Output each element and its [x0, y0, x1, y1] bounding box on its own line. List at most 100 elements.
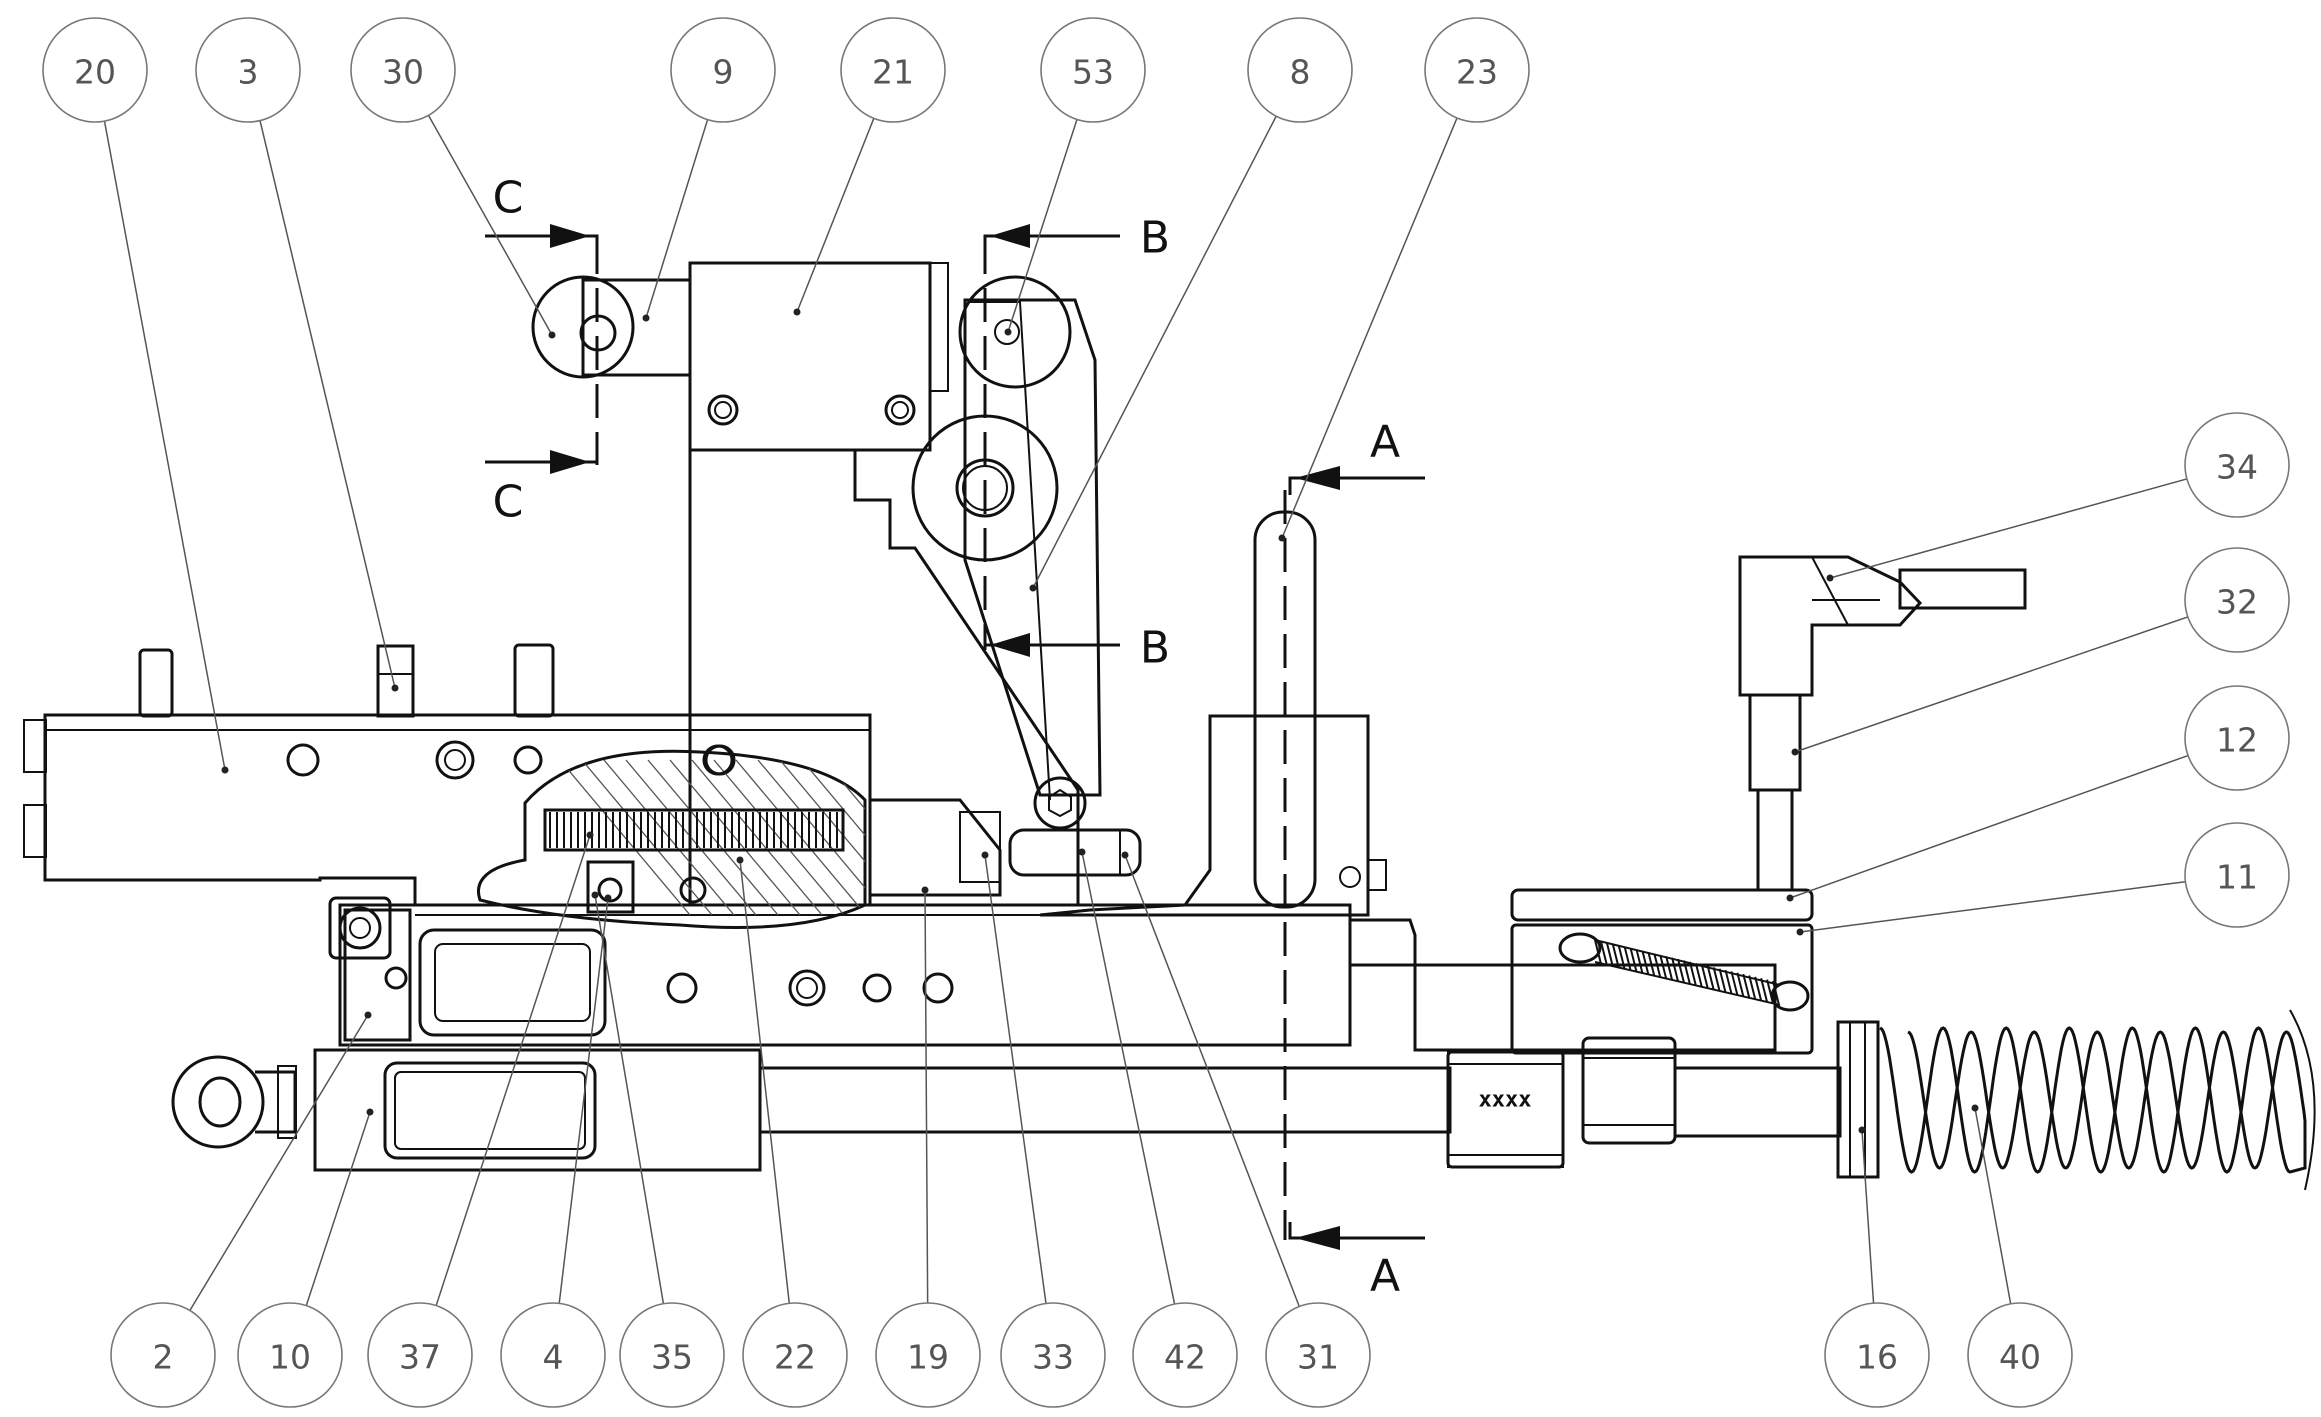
leader-line-2	[189, 1014, 369, 1311]
balloon-31: 31	[1265, 1302, 1371, 1408]
balloon-circle-42	[1132, 1302, 1238, 1408]
balloon-circle-4	[500, 1302, 606, 1408]
marking-text: xxxx	[1479, 1088, 1532, 1113]
balloon-circle-11	[2184, 822, 2290, 928]
balloon-label-37: 37	[399, 1338, 441, 1377]
leader-line-12	[1789, 754, 2189, 899]
balloon-16: 16	[1824, 1302, 1930, 1408]
leader-dot-3	[391, 684, 399, 692]
balloon-label-42: 42	[1164, 1338, 1206, 1377]
hatch-line	[559, 759, 691, 916]
balloon-label-22: 22	[774, 1338, 816, 1377]
balloon-circle-9	[670, 17, 776, 123]
leader-dot-16	[1858, 1126, 1866, 1134]
leader-line-40	[1974, 1107, 2012, 1304]
leader-dot-11	[1796, 928, 1804, 936]
balloon-11: 11	[2184, 822, 2290, 928]
hatch-line	[713, 759, 845, 916]
section-c-top-label: C	[493, 173, 524, 224]
part-22-sectioned-cam	[477, 749, 867, 929]
balloon-10: 10	[237, 1302, 343, 1408]
leader-line-33	[984, 854, 1047, 1304]
leader-dot-4	[604, 894, 612, 902]
balloon-9: 9	[670, 17, 776, 123]
balloon-label-3: 3	[238, 53, 259, 92]
leader-line-4	[558, 897, 609, 1304]
section-c-bottom-label: C	[493, 477, 524, 528]
hatch-line	[669, 759, 801, 916]
leader-line-9	[645, 119, 709, 319]
leader-line-22	[739, 859, 791, 1304]
balloon-22: 22	[742, 1302, 848, 1408]
assembly-outline: xxxx	[23, 261, 2316, 1191]
balloon-circle-32	[2184, 547, 2290, 653]
section-markers: C C B B A A	[485, 173, 1425, 1302]
leader-dot-31	[1121, 851, 1129, 859]
balloon-19: 19	[875, 1302, 981, 1408]
part-37-thread	[543, 808, 845, 852]
centre-lines	[595, 240, 1287, 1240]
hatch-line	[647, 759, 779, 916]
part-16-collar	[1836, 1020, 1880, 1179]
leader-dot-40	[1971, 1104, 1979, 1112]
leader-line-32	[1794, 616, 2189, 753]
balloon-label-16: 16	[1856, 1338, 1898, 1377]
balloon-label-31: 31	[1297, 1338, 1339, 1377]
balloon-circle-8	[1247, 17, 1353, 123]
balloon-21: 21	[840, 17, 946, 123]
balloon-circle-16	[1824, 1302, 1930, 1408]
part-9-link	[581, 278, 692, 377]
balloon-35: 35	[619, 1302, 725, 1408]
balloon-circle-35	[619, 1302, 725, 1408]
leader-line-16	[1861, 1129, 1875, 1304]
leader-dot-9	[642, 314, 650, 322]
balloon-4: 4	[500, 1302, 606, 1408]
leader-dot-23	[1278, 534, 1286, 542]
leader-line-31	[1124, 854, 1300, 1307]
balloon-32: 32	[2184, 547, 2290, 653]
balloon-8: 8	[1247, 17, 1353, 123]
part-32-shaft	[1748, 693, 1802, 792]
balloon-circle-53	[1040, 17, 1146, 123]
balloon-12: 12	[2184, 685, 2290, 791]
balloon-label-12: 12	[2216, 721, 2258, 760]
hatch-line	[691, 759, 823, 916]
balloon-40: 40	[1967, 1302, 2073, 1408]
leader-line-3	[259, 120, 396, 689]
leader-dot-8	[1029, 584, 1037, 592]
leader-line-10	[305, 1111, 371, 1306]
balloon-label-19: 19	[907, 1338, 949, 1377]
hatch-line	[779, 759, 865, 916]
balloon-circle-37	[367, 1302, 473, 1408]
leader-dot-35	[591, 891, 599, 899]
lower-block	[338, 903, 1352, 1047]
part-8-lever	[963, 298, 1102, 797]
balloon-label-4: 4	[543, 1338, 564, 1377]
section-b-top-label: B	[1140, 213, 1170, 264]
leader-line-23	[1281, 117, 1458, 539]
hatch-lines	[559, 759, 865, 916]
leader-line-21	[796, 118, 875, 313]
balloon-circle-40	[1967, 1302, 2073, 1408]
balloon-circle-3	[195, 17, 301, 123]
leader-dot-32	[1791, 748, 1799, 756]
balloon-circle-21	[840, 17, 946, 123]
balloon-circle-10	[237, 1302, 343, 1408]
balloon-label-21: 21	[872, 53, 914, 92]
leader-line-34	[1829, 478, 2188, 579]
leader-dot-30	[548, 331, 556, 339]
balloon-circle-33	[1000, 1302, 1106, 1408]
balloon-label-53: 53	[1072, 53, 1114, 92]
balloon-label-9: 9	[713, 53, 734, 92]
balloon-34: 34	[2184, 412, 2290, 518]
balloon-circle-19	[875, 1302, 981, 1408]
balloon-37: 37	[367, 1302, 473, 1408]
balloon-label-35: 35	[651, 1338, 693, 1377]
part-23-frame	[1039, 714, 1370, 917]
balloon-20: 20	[42, 17, 148, 123]
balloon-53: 53	[1040, 17, 1146, 123]
balloon-30: 30	[350, 17, 456, 123]
balloon-42: 42	[1132, 1302, 1238, 1408]
